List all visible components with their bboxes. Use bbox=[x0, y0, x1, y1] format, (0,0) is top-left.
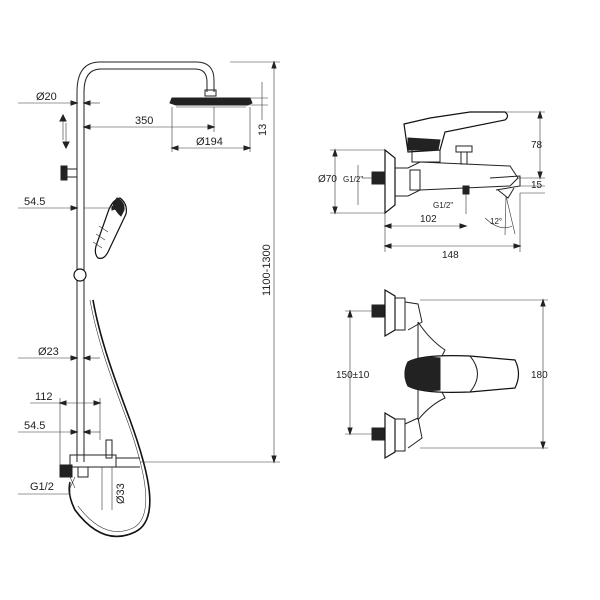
dim-holder-offset: 54.5 bbox=[24, 196, 45, 208]
shower-column-dimensions: Ø20 350 13 Ø194 54.5 1100-1300 bbox=[18, 60, 280, 510]
dim-spout-height: 15 bbox=[531, 180, 543, 191]
shower-hose bbox=[68, 299, 151, 538]
dim-mixer-width: 112 bbox=[35, 391, 53, 403]
dim-arm-length: 350 bbox=[135, 115, 153, 127]
dim-total-width: 180 bbox=[531, 370, 548, 381]
dim-head-diameter: Ø194 bbox=[196, 136, 223, 148]
dim-tap-thread-left: G1/2" bbox=[343, 175, 363, 184]
dim-head-height: 13 bbox=[257, 124, 269, 136]
height-adjust-arrows bbox=[59, 113, 70, 150]
dim-tap-thread-bottom: G1/2" bbox=[433, 201, 453, 210]
dim-bar-diameter: Ø23 bbox=[38, 346, 59, 358]
bath-mixer-top-view bbox=[371, 288, 520, 460]
thermostatic-mixer bbox=[59, 439, 140, 489]
dim-flange-diameter: Ø70 bbox=[318, 174, 337, 185]
slider-knob bbox=[60, 165, 78, 181]
dim-thread: G1/2 bbox=[30, 481, 54, 493]
dim-spout-reach: 102 bbox=[420, 214, 437, 225]
dim-total-depth: 148 bbox=[442, 250, 459, 261]
dim-tap-height: 78 bbox=[531, 140, 543, 151]
dim-mixer-offset: 54.5 bbox=[24, 420, 45, 432]
dim-column-height: 1100-1300 bbox=[261, 244, 273, 296]
hand-shower bbox=[92, 197, 127, 259]
overhead-shower-head bbox=[169, 97, 253, 106]
dim-spout-angle: 12° bbox=[490, 217, 502, 226]
bath-mixer-side-dimensions: Ø70 G1/2" 78 15 G1/2" 102 12° 148 bbox=[318, 110, 545, 261]
bath-mixer-side-view bbox=[362, 111, 521, 236]
dim-outlet-diameter: Ø33 bbox=[115, 483, 127, 504]
dim-center-distance: 150±10 bbox=[336, 370, 370, 381]
dim-pipe-diameter: Ø20 bbox=[36, 91, 57, 103]
shower-column bbox=[59, 61, 253, 538]
bath-mixer-top-dimensions: 150±10 180 bbox=[336, 298, 548, 450]
